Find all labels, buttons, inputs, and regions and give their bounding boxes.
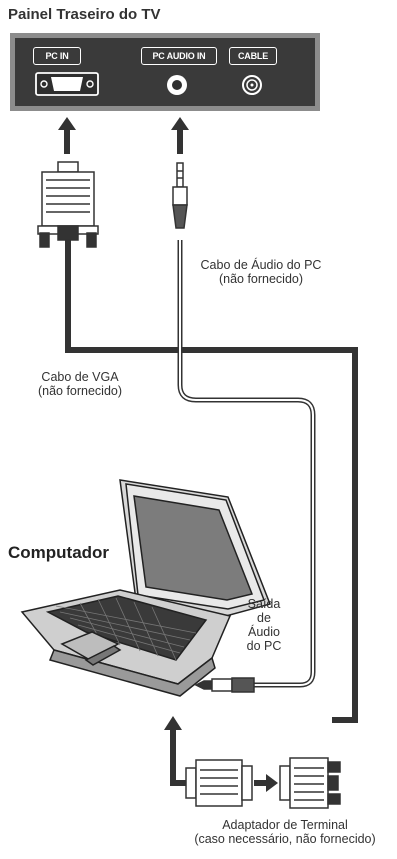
audio-out-caption-line3: Áudio (248, 625, 280, 639)
arrow-right-icon (254, 774, 278, 792)
audio-out-caption-line2: de (257, 611, 271, 625)
audio-plug-icon (194, 677, 255, 693)
adapter-caption: Adaptador de Terminal (caso necessário, … (176, 818, 394, 846)
vga-plug-icon (37, 161, 99, 248)
tv-back-panel (10, 33, 320, 111)
laptop-icon (20, 479, 272, 697)
adapter-caption-line1: Adaptador de Terminal (222, 818, 348, 832)
vga-cable (65, 240, 358, 723)
cable-port-icon (242, 75, 262, 95)
arrow-up-icon (171, 117, 189, 154)
vga-cable-caption-line1: Cabo de VGA (41, 370, 119, 384)
audio-cable-caption-line1: Cabo de Áudio do PC (200, 258, 322, 272)
audio-cable-caption: Cabo de Áudio do PC (não fornecido) (186, 258, 336, 286)
port-label-cable: CABLE (229, 47, 277, 65)
page-title: Painel Traseiro do TV (8, 6, 161, 23)
vga-connector-icon (279, 757, 341, 809)
vga-port-icon (35, 72, 99, 96)
adapter-caption-line2: (caso necessário, não fornecido) (194, 832, 376, 846)
arrow-up-icon (58, 117, 76, 154)
audio-cable-caption-line2: (não fornecido) (218, 272, 304, 286)
port-label-pc-in: PC IN (33, 47, 81, 65)
audio-out-caption: Saída de Áudio do PC (236, 597, 292, 653)
computer-label: Computador (8, 543, 110, 562)
audio-jack-icon (172, 162, 188, 229)
terminal-adapter-icon (185, 759, 253, 807)
vga-cable-caption: Cabo de VGA (não fornecido) (20, 370, 140, 398)
vga-cable-caption-line2: (não fornecido) (37, 384, 123, 398)
audio-out-caption-line1: Saída (247, 597, 281, 611)
audio-out-caption-line4: do PC (246, 639, 282, 653)
port-label-pc-audio-in: PC AUDIO IN (141, 47, 217, 65)
arrow-up-icon (164, 716, 190, 786)
audio-port-icon (167, 75, 187, 95)
